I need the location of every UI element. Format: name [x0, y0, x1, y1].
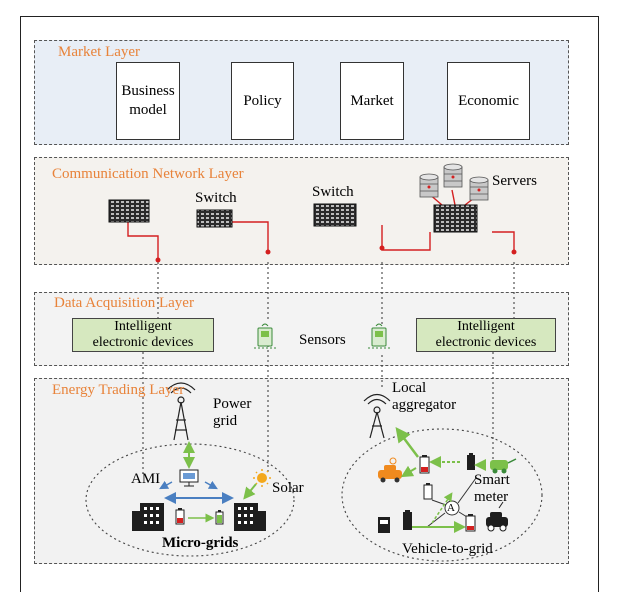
ami-link: [204, 480, 218, 490]
sensor-icon: [368, 323, 390, 349]
aggregator-tower-icon: [363, 393, 391, 439]
smart-meter-node-label: A: [447, 502, 455, 514]
power-grid-tower-icon: [166, 382, 196, 441]
charger-icon: [389, 457, 397, 465]
vehicle-arrow: [400, 465, 417, 478]
ami-link: [159, 480, 173, 490]
ami-monitor-icon: [179, 469, 199, 487]
switch-label: Switch: [195, 190, 237, 206]
energy-trading-layer: [34, 378, 569, 564]
switch-label: Switch: [312, 184, 354, 200]
vehicle-icon: [378, 465, 402, 483]
energy-trading-layer-title: Energy Trading Layer: [52, 382, 185, 398]
battery-icon: [465, 514, 476, 532]
communication-layer-title: Communication Network Layer: [52, 166, 244, 182]
aggregator-arrow: [395, 427, 419, 458]
micro-grids-label: Micro-grids: [162, 535, 239, 551]
ied-box-left: Intelligent electronic devices: [72, 318, 214, 352]
sensors-label: Sensors: [299, 332, 346, 348]
market-layer-title: Market Layer: [58, 44, 141, 60]
fuel-pump-icon: [378, 517, 390, 533]
switch-icon: [108, 199, 478, 233]
building-icon: [132, 503, 164, 531]
battery-icon: [215, 510, 224, 525]
smart-meter-label: Smart meter: [474, 472, 510, 505]
ami-label: AMI: [131, 471, 161, 487]
ev-car-icon: [486, 501, 508, 532]
servers-icon: [419, 163, 489, 201]
solar-arrow: [243, 483, 257, 500]
data-acquisition-layer-title: Data Acquisition Layer: [54, 295, 194, 311]
vehicle-to-grid-label: Vehicle-to-grid: [402, 541, 493, 557]
battery-icon: [419, 455, 430, 474]
solar-label: Solar: [272, 480, 304, 496]
solar-sun-icon: [253, 469, 271, 487]
v2g-arrow: [431, 492, 453, 524]
battery-icon: [175, 508, 185, 525]
local-aggregator-label: Local aggregator: [392, 380, 457, 413]
power-grid-label: Power grid: [213, 396, 252, 429]
building-icon: [234, 503, 266, 531]
vertical-links: [142, 262, 515, 475]
economic-box: Economic: [447, 62, 530, 140]
ev-charging-icon: [490, 458, 517, 474]
vehicle-to-grid-region: [341, 428, 543, 562]
ied-box-right: Intelligent electronic devices: [416, 318, 556, 352]
battery-icon: [403, 510, 412, 530]
servers-label: Servers: [492, 173, 537, 189]
battery-icon: [423, 483, 433, 500]
policy-box: Policy: [231, 62, 294, 140]
battery-icon: [467, 453, 475, 470]
sensor-icon: [254, 323, 276, 349]
figure-frame: [20, 16, 599, 592]
business-model-box: Business model: [116, 62, 180, 140]
market-box: Market: [340, 62, 404, 140]
